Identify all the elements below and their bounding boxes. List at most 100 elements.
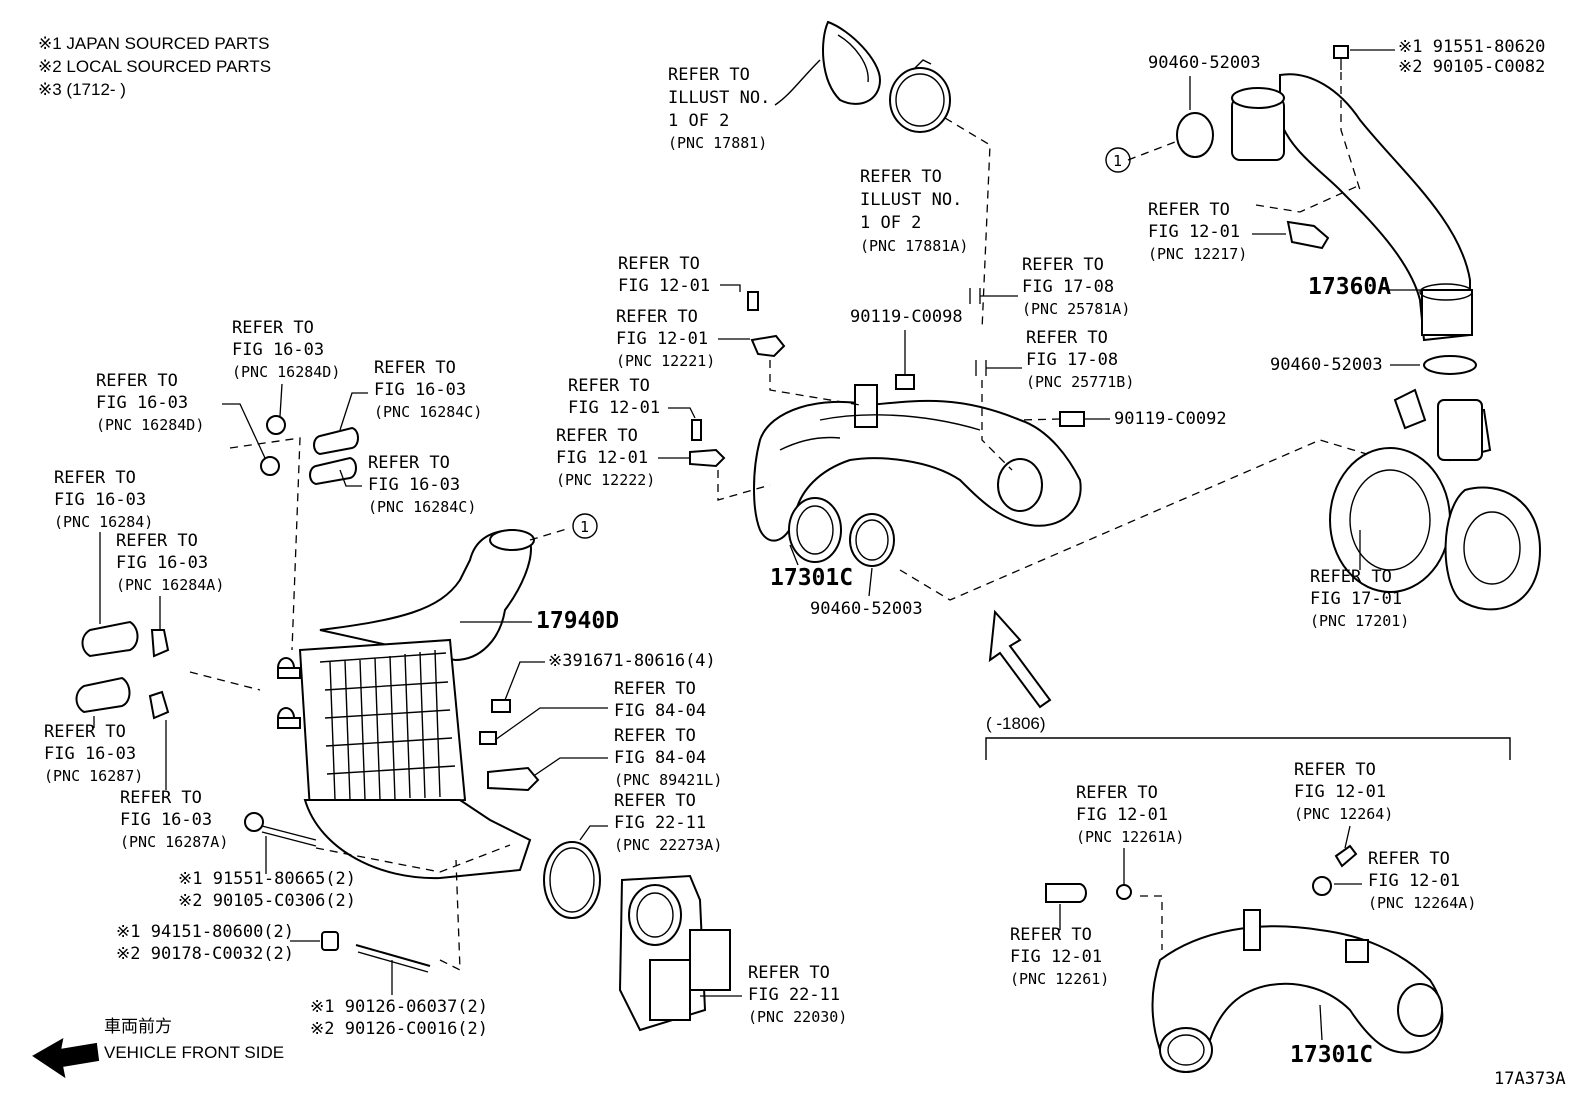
svg-text:※2 90178-C0032(2): ※2 90178-C0032(2)	[116, 944, 294, 964]
svg-text:FIG 22-11: FIG 22-11	[748, 985, 840, 1005]
svg-text:※2 90105-C0306(2): ※2 90105-C0306(2)	[178, 891, 356, 911]
stud-90126-06037[interactable]: ※1 90126-06037(2) ※2 90126-C0016(2)	[310, 859, 488, 1039]
svg-text:FIG 12-01: FIG 12-01	[618, 276, 710, 296]
callout-1-intercooler[interactable]: 1	[529, 513, 598, 541]
sensor-12221	[747, 291, 861, 406]
ref-fig1603-16284a[interactable]: REFER TO FIG 16-03 (PNC 16284A)	[116, 531, 224, 630]
ref-fig1201-12264a[interactable]: REFER TO FIG 12-01 (PNC 12264A)	[1312, 849, 1476, 912]
svg-text:90119-C0098: 90119-C0098	[850, 307, 963, 327]
ref-illust-17881[interactable]: REFER TO ILLUST NO. 1 OF 2 (PNC 17881)	[668, 65, 770, 152]
svg-text:(PNC 16284D): (PNC 16284D)	[96, 416, 204, 434]
svg-text:(PNC 16287): (PNC 16287)	[44, 767, 143, 785]
svg-text:FIG 16-03: FIG 16-03	[116, 553, 208, 573]
bolt-91551-80665[interactable]: ※1 91551-80665(2) ※2 90105-C0306(2)	[178, 812, 511, 911]
bolt-90119-c0092[interactable]: 90119-C0092	[1019, 409, 1227, 429]
ref-fig1603-16287a[interactable]: REFER TO FIG 16-03 (PNC 16287A)	[120, 720, 228, 851]
ref-fig1708-25771b[interactable]: REFER TO FIG 17-08 (PNC 25771B)	[975, 328, 1134, 471]
ref-fig2211-22030[interactable]: REFER TO FIG 22-11 (PNC 22030)	[700, 963, 847, 1026]
clamp-90460-52003-top[interactable]: 90460-52003	[1127, 53, 1261, 161]
svg-text:(PNC 16284C): (PNC 16284C)	[368, 498, 476, 516]
svg-text:(PNC 16284C): (PNC 16284C)	[374, 403, 482, 421]
variant-bracket: ( -1806)	[985, 714, 1511, 760]
ref-fig8404[interactable]: REFER TO FIG 84-04	[494, 679, 706, 741]
svg-text:FIG 12-01: FIG 12-01	[616, 329, 708, 349]
ref-fig1201-12221[interactable]: REFER TO FIG 12-01 (PNC 12221)	[616, 307, 750, 370]
clamp-90460-52003-low[interactable]: 90460-52003	[810, 439, 1371, 619]
pipe-17360a: 17360A	[1231, 73, 1473, 342]
svg-text:(PNC 17881): (PNC 17881)	[668, 134, 767, 152]
ref-fig1201-12261a[interactable]: REFER TO FIG 12-01 (PNC 12261A)	[1076, 783, 1184, 950]
svg-text:(PNC 12261A): (PNC 12261A)	[1076, 828, 1184, 846]
label-17940d: 17940D	[536, 608, 619, 634]
svg-text:REFER TO: REFER TO	[232, 318, 314, 338]
svg-text:※1 91551-80620: ※1 91551-80620	[1398, 37, 1545, 57]
svg-text:REFER TO: REFER TO	[568, 376, 650, 396]
ref-fig1201-a[interactable]: REFER TO FIG 12-01	[618, 254, 741, 296]
note-local-sourced: ※2 LOCAL SOURCED PARTS	[38, 57, 271, 76]
bolt-91671-80616[interactable]: ※391671-80616(4)	[479, 651, 716, 745]
ref-fig1201-12264[interactable]: REFER TO FIG 12-01 (PNC 12264)	[1294, 760, 1393, 868]
svg-text:FIG 17-08: FIG 17-08	[1022, 277, 1114, 297]
bolt-91551-80620[interactable]: ※1 91551-80620 ※2 90105-C0082	[1333, 37, 1545, 191]
svg-text:90460-52003: 90460-52003	[810, 599, 923, 619]
nut-94151-80600[interactable]: ※1 94151-80600(2) ※2 90178-C0032(2)	[116, 922, 339, 964]
svg-text:REFER TO: REFER TO	[1022, 255, 1104, 275]
ref-fig1603-16284d-top[interactable]: REFER TO FIG 16-03 (PNC 16284D)	[232, 318, 340, 417]
svg-text:FIG 84-04: FIG 84-04	[614, 701, 706, 721]
svg-text:FIG 12-01: FIG 12-01	[1010, 947, 1102, 967]
bolt-90119-c0098[interactable]: 90119-C0098	[850, 307, 963, 390]
ref-fig1701-17201[interactable]: REFER TO FIG 17-01 (PNC 17201)	[1310, 530, 1409, 630]
svg-text:(PNC 12264): (PNC 12264)	[1294, 805, 1393, 823]
svg-text:REFER TO: REFER TO	[614, 679, 696, 699]
front-label-jp: 車両前方	[104, 1017, 172, 1036]
svg-text:REFER TO: REFER TO	[54, 468, 136, 488]
svg-text:90460-52003: 90460-52003	[1270, 355, 1383, 375]
svg-text:1: 1	[1113, 152, 1122, 170]
ref-fig1603-16284c-b[interactable]: REFER TO FIG 16-03 (PNC 16284C)	[339, 453, 476, 516]
front-label-en: VEHICLE FRONT SIDE	[104, 1043, 284, 1062]
svg-text:REFER TO: REFER TO	[120, 788, 202, 808]
intercooler-17940d: 17940D	[277, 528, 619, 880]
vehicle-front-indicator: 車両前方 VEHICLE FRONT SIDE	[32, 1017, 284, 1079]
note-date-range: ※3 (1712- )	[38, 80, 126, 99]
svg-text:FIG 16-03: FIG 16-03	[232, 340, 324, 360]
ref-fig1201-b[interactable]: REFER TO FIG 12-01	[568, 376, 702, 441]
ref-fig1201-12261[interactable]: REFER TO FIG 12-01 (PNC 12261)	[1010, 883, 1109, 988]
svg-text:※2 90105-C0082: ※2 90105-C0082	[1398, 57, 1545, 77]
svg-text:FIG 84-04: FIG 84-04	[614, 748, 706, 768]
svg-text:90119-C0092: 90119-C0092	[1114, 409, 1227, 429]
svg-text:REFER TO: REFER TO	[748, 963, 830, 983]
svg-text:REFER TO: REFER TO	[1368, 849, 1450, 869]
svg-text:ILLUST NO.: ILLUST NO.	[860, 190, 962, 210]
svg-text:REFER TO: REFER TO	[1310, 567, 1392, 587]
ref-fig1603-16287[interactable]: REFER TO FIG 16-03 (PNC 16287)	[44, 716, 143, 785]
legend-notes: ※1 JAPAN SOURCED PARTS ※2 LOCAL SOURCED …	[38, 34, 271, 99]
callout-1-top[interactable]: 1	[1105, 147, 1131, 173]
svg-text:REFER TO: REFER TO	[556, 426, 638, 446]
svg-text:1 OF 2: 1 OF 2	[860, 213, 921, 233]
clamp-90460-52003-mid[interactable]: 90460-52003	[1270, 355, 1477, 375]
ref-fig1201-12222[interactable]: REFER TO FIG 12-01 (PNC 12222)	[556, 426, 771, 501]
svg-text:REFER TO: REFER TO	[374, 358, 456, 378]
svg-text:REFER TO: REFER TO	[1076, 783, 1158, 803]
svg-text:FIG 12-01: FIG 12-01	[1076, 805, 1168, 825]
svg-text:(PNC 22273A): (PNC 22273A)	[614, 836, 722, 854]
ref-illust-17881a[interactable]: REFER TO ILLUST NO. 1 OF 2 (PNC 17881A)	[860, 117, 991, 331]
svg-text:(PNC 25781A): (PNC 25781A)	[1022, 300, 1130, 318]
svg-text:※1 94151-80600(2): ※1 94151-80600(2)	[116, 922, 294, 942]
svg-text:(PNC 12221): (PNC 12221)	[616, 352, 715, 370]
ref-fig8404-89421l[interactable]: REFER TO FIG 84-04 (PNC 89421L)	[487, 726, 722, 792]
svg-text:REFER TO: REFER TO	[614, 791, 696, 811]
svg-text:1 OF 2: 1 OF 2	[668, 111, 729, 131]
svg-text:(PNC 12264A): (PNC 12264A)	[1368, 894, 1476, 912]
ref-fig1708-25781a[interactable]: REFER TO FIG 17-08 (PNC 25781A)	[969, 255, 1130, 318]
ref-fig1603-16284[interactable]: REFER TO FIG 16-03 (PNC 16284)	[54, 468, 153, 624]
ref-fig2211-22273a[interactable]: REFER TO FIG 22-11 (PNC 22273A)	[543, 791, 722, 919]
ref-fig1603-16284c-a[interactable]: REFER TO FIG 16-03 (PNC 16284C)	[339, 358, 482, 431]
note-japan-sourced: ※1 JAPAN SOURCED PARTS	[38, 34, 270, 53]
ref-fig1201-12217[interactable]: REFER TO FIG 12-01 (PNC 12217)	[1148, 184, 1361, 263]
intake-pipe-17301c: 17301C	[753, 384, 1082, 591]
ref-fig1603-16284d-left[interactable]: REFER TO FIG 16-03 (PNC 16284D)	[96, 371, 266, 459]
svg-text:REFER TO: REFER TO	[368, 453, 450, 473]
